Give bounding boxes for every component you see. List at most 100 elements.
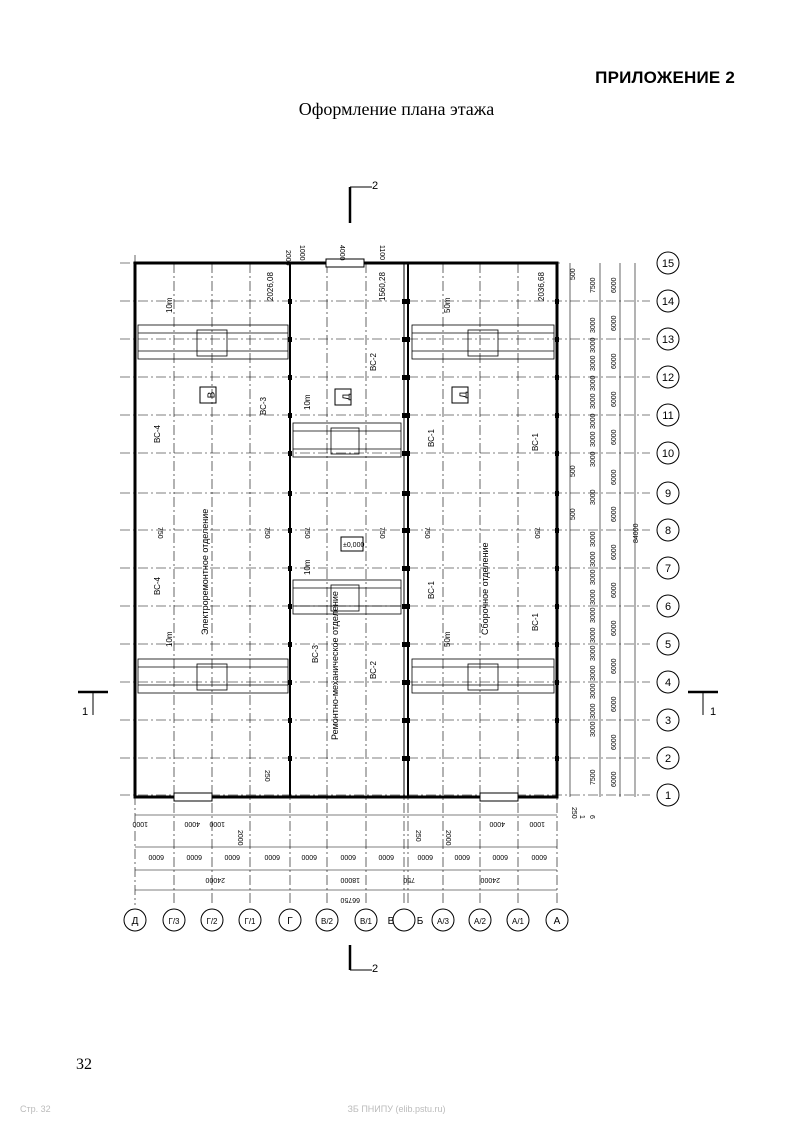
- axis-letter: А/3: [437, 917, 450, 926]
- dim-label: 500: [570, 465, 577, 477]
- dim-label: 6000: [611, 506, 618, 522]
- dim-label: 1000: [529, 820, 545, 827]
- dim-label: 750: [423, 527, 430, 539]
- axis-letter: А/1: [512, 917, 525, 926]
- dim-label: 3000: [590, 569, 597, 585]
- dim-label: 6000: [186, 853, 202, 860]
- crane-label: 10m: [303, 559, 312, 575]
- dim-label: 3000: [590, 451, 597, 467]
- axis-letter: А: [554, 916, 561, 927]
- dim-label: 1000: [298, 245, 305, 261]
- dim-label: 750: [378, 527, 385, 539]
- dim-label: 6000: [611, 696, 618, 712]
- axis-label: 12: [662, 372, 674, 384]
- footer-page-label: Стр. 32: [20, 1104, 51, 1114]
- axis-label: 1: [665, 790, 671, 802]
- dim-label: 6000: [611, 734, 618, 750]
- bracing-label: ВС-1: [531, 432, 540, 451]
- elevation-mark: ±0,000: [343, 542, 364, 549]
- top-mark: 2026,08: [266, 272, 275, 301]
- dim-label: 6000: [340, 853, 356, 860]
- section-mark-1-left: 1: [82, 706, 88, 718]
- dim-label: 6000: [611, 429, 618, 445]
- dim-label: 1000: [132, 820, 148, 827]
- crane-label: 10m: [165, 631, 174, 647]
- dim-label: 6000: [611, 658, 618, 674]
- dim-label: 6000: [611, 391, 618, 407]
- dim-label: 24000: [480, 876, 500, 883]
- dim-label: 6000: [611, 544, 618, 560]
- top-mark: 2036,68: [537, 272, 546, 301]
- crane-label: 50m: [443, 297, 452, 313]
- dim-label: 1: [578, 815, 585, 819]
- dim-label: 750: [403, 876, 415, 883]
- axis-label: 6: [665, 601, 671, 613]
- axis-label: 14: [662, 296, 674, 308]
- axis-label: 2: [665, 753, 671, 765]
- dim-label: 250: [414, 830, 421, 842]
- dim-label: 250: [570, 807, 577, 819]
- dim-label: 3000: [590, 375, 597, 391]
- dim-label: 6: [588, 815, 595, 819]
- dim-label: 6000: [611, 771, 618, 787]
- dim-label: 250: [263, 770, 270, 782]
- dim-label: 4000: [338, 245, 345, 261]
- axis-label: 15: [662, 258, 674, 270]
- dim-label: 3000: [590, 721, 597, 737]
- dim-label: 3000: [590, 413, 597, 429]
- axis-letter: А/2: [474, 917, 487, 926]
- dim-label: 750: [533, 527, 540, 539]
- bracing-label: ВС-2: [369, 660, 378, 679]
- top-mark: 1560,28: [378, 272, 387, 301]
- dim-label: 6000: [611, 277, 618, 293]
- dim-label: 3000: [590, 393, 597, 409]
- dim-label: 18000: [340, 876, 360, 883]
- dim-label: 24000: [205, 876, 225, 883]
- dim-label: 2000: [444, 830, 451, 846]
- crane-label: 10m: [165, 297, 174, 313]
- dim-label: 6000: [301, 853, 317, 860]
- dim-label: 3000: [590, 607, 597, 623]
- axis-letter: Г/3: [168, 917, 180, 926]
- dim-label: 6000: [611, 582, 618, 598]
- dim-label: 750: [156, 527, 163, 539]
- axis-letter: Г/2: [206, 917, 218, 926]
- crane-label: 10m: [303, 394, 312, 410]
- dim-label: 84000: [633, 523, 640, 543]
- dim-label: 6000: [492, 853, 508, 860]
- dim-label: 66750: [340, 896, 360, 903]
- dim-label: 2000: [236, 830, 243, 846]
- bracing-label: ВС-3: [259, 396, 268, 415]
- bracing-label: ВС-3: [311, 644, 320, 663]
- dim-label: 3000: [590, 645, 597, 661]
- dim-label: 1000: [209, 820, 225, 827]
- page-number: 32: [76, 1056, 92, 1073]
- bracing-label: ВС-1: [427, 428, 436, 447]
- bracing-label: ВС-4: [153, 424, 162, 443]
- footer-source: ЗБ ПНИПУ (elib.pstu.ru): [347, 1104, 446, 1114]
- axis-label: 3: [665, 715, 671, 727]
- dim-label: 6000: [378, 853, 394, 860]
- dim-label: 3000: [590, 665, 597, 681]
- room-tag: В: [207, 391, 218, 398]
- dim-label: 750: [303, 527, 310, 539]
- axis-letter: В/1: [360, 917, 373, 926]
- dim-label: 3000: [590, 431, 597, 447]
- dim-label: 500: [570, 508, 577, 520]
- room-tag: Д: [342, 393, 353, 400]
- dim-label: 6000: [417, 853, 433, 860]
- dim-label: 6000: [454, 853, 470, 860]
- section-mark-2-bottom: 2: [372, 963, 378, 975]
- dim-label: 6000: [148, 853, 164, 860]
- dim-label: 3000: [590, 489, 597, 505]
- dim-label: 750: [263, 527, 270, 539]
- bracing-label: ВС-1: [427, 580, 436, 599]
- axis-label: 8: [665, 525, 671, 537]
- dim-label: 6000: [531, 853, 547, 860]
- dim-label: 3000: [590, 683, 597, 699]
- dim-label: 3000: [590, 355, 597, 371]
- dim-label: 6000: [611, 620, 618, 636]
- dim-label: 4000: [489, 820, 505, 827]
- room-name-middle: Ремонтно-механическое отделение: [330, 591, 340, 740]
- dim-label: 7500: [590, 769, 597, 785]
